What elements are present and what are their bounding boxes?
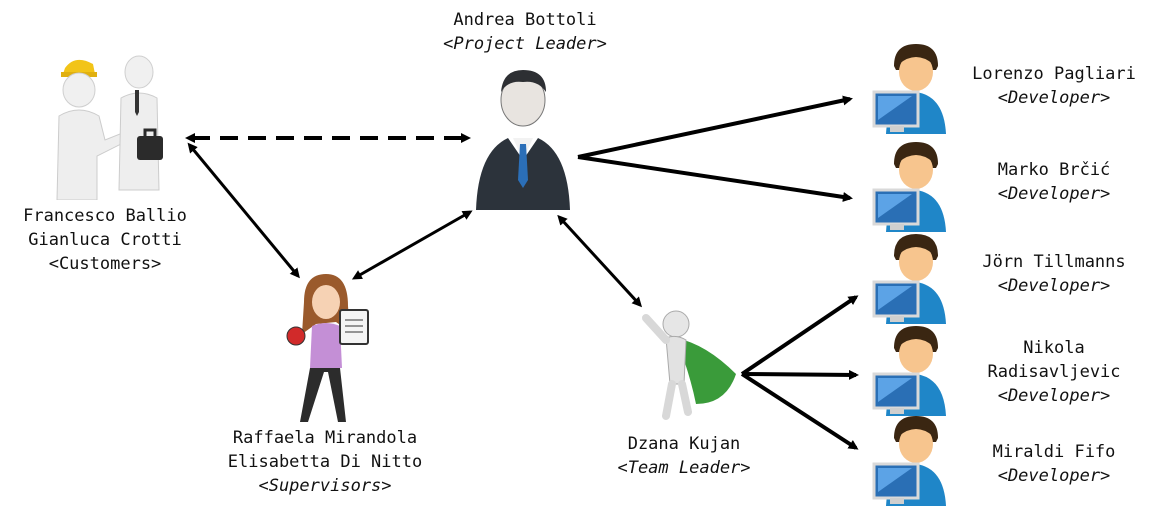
dev4-label: Nikola Radisavljevic <Developer> (944, 336, 1164, 408)
dev5-role: <Developer> (997, 466, 1111, 486)
dev1-role: <Developer> (997, 88, 1111, 108)
arrow-customers-supervisors (187, 142, 300, 279)
dev2-role: <Developer> (997, 184, 1111, 204)
businessman-icon (468, 60, 578, 210)
teamleader-role: <Team Leader> (617, 458, 751, 478)
arrow-leader-teamleader (557, 214, 643, 308)
supervisor-name-2: Elisabetta Di Nitto (227, 452, 423, 472)
dev3-label: Jörn Tillmanns <Developer> (944, 250, 1164, 298)
supervisors-role: <Supervisors> (258, 476, 392, 496)
dev4-role: <Developer> (997, 386, 1111, 406)
teamleader-label: Dzana Kujan <Team Leader> (574, 432, 794, 480)
supervisors-label: Raffaela Mirandola Elisabetta Di Nitto <… (200, 426, 450, 498)
dev3-name: Jörn Tillmanns (982, 252, 1126, 272)
customers-role: <Customers> (48, 254, 162, 274)
superhero-icon (636, 304, 746, 424)
arrow-leader-dev2 (577, 155, 853, 202)
dev3-role: <Developer> (997, 276, 1111, 296)
developer-at-computer-icon (872, 140, 952, 232)
teamleader-name: Dzana Kujan (627, 434, 741, 454)
dev4-name-line1: Nikola (1023, 338, 1085, 358)
arrow-leader-dev1 (577, 95, 853, 159)
dev1-name: Lorenzo Pagliari (972, 64, 1136, 84)
handshake-icon (35, 50, 185, 200)
supervisor-girl-icon (278, 272, 378, 432)
customer-name-2: Gianluca Crotti (28, 230, 182, 250)
dev4-name-line2: Radisavljevic (987, 362, 1121, 382)
developer-at-computer-icon (872, 232, 952, 324)
dev1-label: Lorenzo Pagliari <Developer> (944, 62, 1164, 110)
arrow-supervisors-leader (351, 210, 473, 280)
dev2-label: Marko Brčić <Developer> (944, 158, 1164, 206)
dev5-name: Miraldi Fifo (992, 442, 1116, 462)
supervisor-name-1: Raffaela Mirandola (232, 428, 418, 448)
developer-at-computer-icon (872, 414, 952, 506)
dev2-name: Marko Brčić (997, 160, 1111, 180)
dev5-label: Miraldi Fifo <Developer> (944, 440, 1164, 488)
customers-label: Francesco Ballio Gianluca Crotti <Custom… (0, 204, 210, 276)
arrow-teamleader-dev4 (741, 369, 859, 380)
leader-label: Andrea Bottoli <Project Leader> (400, 8, 650, 56)
leader-name: Andrea Bottoli (453, 10, 597, 30)
arrow-teamleader-dev5 (740, 372, 859, 450)
leader-role: <Project Leader> (443, 34, 607, 54)
customer-name-1: Francesco Ballio (23, 206, 187, 226)
developer-at-computer-icon (872, 324, 952, 416)
developer-at-computer-icon (872, 42, 952, 134)
arrow-teamleader-dev3 (740, 295, 859, 376)
